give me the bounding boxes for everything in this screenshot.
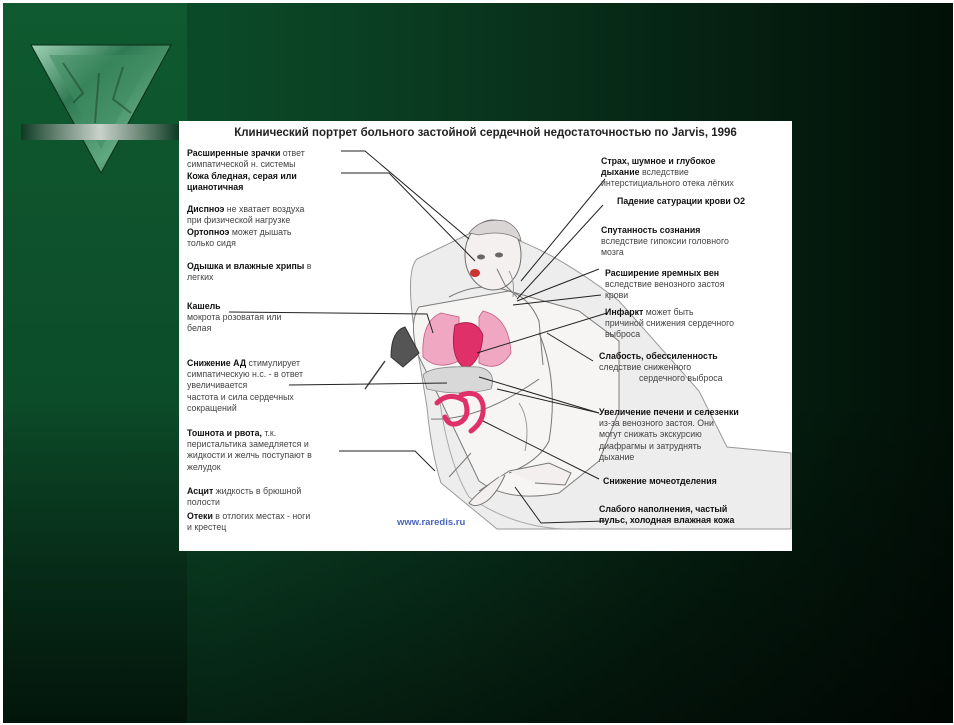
callout-liver-spleen: Увеличение печени и селезенки из-за вено… <box>599 407 739 463</box>
callout-infarct: Инфаркт может быть причиной снижения сер… <box>605 307 734 341</box>
clinical-figure: Клинический портрет больного застойной с… <box>179 121 792 551</box>
callout-edema: Отеки в отлогих местах - ноги и крестец <box>187 511 310 533</box>
emblem-bar <box>21 124 179 140</box>
triangle-emblem-icon <box>3 3 203 193</box>
callout-blood-pressure: Снижение АД стимулирует симпатическую н.… <box>187 358 303 414</box>
callout-pupils: Расширенные зрачки ответ симпатической н… <box>187 148 305 170</box>
callout-jugular-veins: Расширение яремных вен вследствие венозн… <box>605 268 724 302</box>
callout-ascites: Асцит жидкость в брюшной полости <box>187 486 301 508</box>
callout-saturation: Падение сатурации крови О2 <box>617 196 745 207</box>
slide-background: Клинический портрет больного застойной с… <box>3 3 953 723</box>
callout-confusion: Спутанность сознания вследствие гипоксии… <box>601 225 729 259</box>
callout-urine: Снижение мочеотделения <box>603 476 717 487</box>
callout-skin: Кожа бледная, серая или цианотичная <box>187 171 297 193</box>
callout-cough: Кашель мокрота розоватая или белая <box>187 301 281 335</box>
callout-orthopnea: Ортопноэ может дышать только сидя <box>187 227 292 249</box>
callout-rales: Одышка и влажные хрипы в легких <box>187 261 311 283</box>
watermark: www.raredis.ru <box>397 517 465 528</box>
callout-nausea: Тошнота и рвота, т.к. перистальтика заме… <box>187 428 312 473</box>
callout-pulse: Слабого наполнения, частый пульс, холодн… <box>599 504 734 526</box>
callout-fear: Страх, шумное и глубокое дыхание вследст… <box>601 156 734 190</box>
callout-dyspnea: Диспноэ не хватает воздуха при физическо… <box>187 204 304 226</box>
callout-weakness: Слабость, обессиленность следствие сниже… <box>599 351 723 385</box>
